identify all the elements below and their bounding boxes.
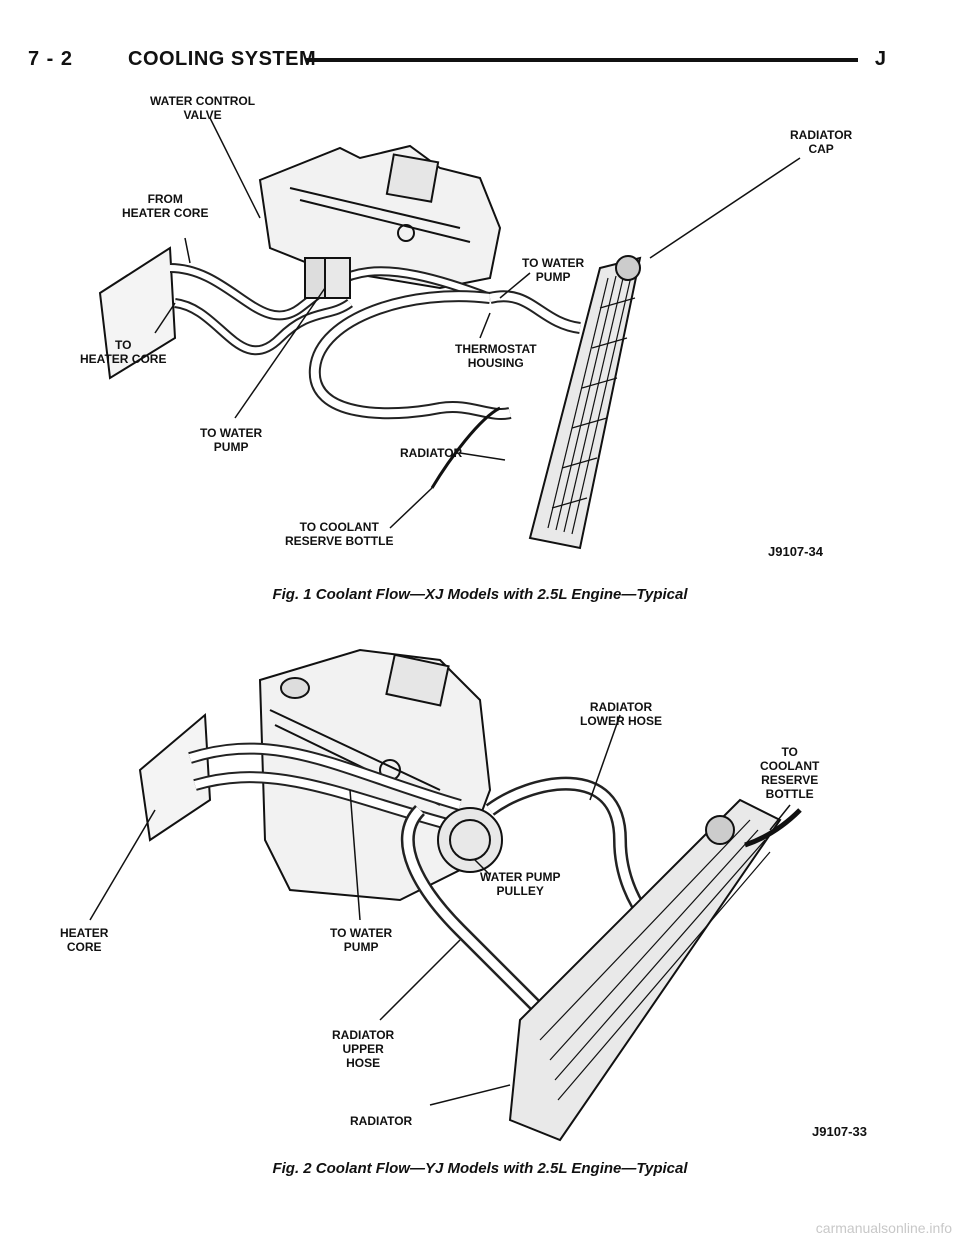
figure-2: RADIATOR LOWER HOSE TO COOLANT RESERVE B… [60,640,920,1150]
label-from-heater-core: FROM HEATER CORE [122,192,209,220]
reserve-tube [430,406,501,489]
label-radiator: RADIATOR [350,1114,413,1128]
label-to-water-pump-bottom: TO WATER PUMP [200,426,263,454]
label-to-water-pump: TO WATER PUMP [330,926,393,954]
radiator-cap [615,255,641,281]
figure-1-code: J9107-34 [768,544,823,559]
watermark: carmanualsonline.info [815,1220,952,1236]
label-water-pump-pulley: WATER PUMP PULLEY [480,870,561,898]
page-number: 7 - 2 [28,48,74,70]
page-header: 7 - 2 COOLING SYSTEM J [28,44,886,78]
figure-2-illustration [89,648,802,1142]
header-letter: J [874,48,886,70]
label-radiator-upper-hose: RADIATOR UPPER HOSE [332,1028,395,1070]
label-radiator-cap: RADIATOR CAP [790,128,853,156]
label-to-coolant-reserve: TO COOLANT RESERVE BOTTLE [285,520,394,548]
section-title: COOLING SYSTEM [128,48,317,70]
label-radiator: RADIATOR [400,446,463,460]
label-thermostat-housing: THERMOSTAT HOUSING [455,342,537,370]
label-water-control-valve: WATER CONTROL VALVE [150,94,256,122]
radiator-cap [705,815,735,845]
label-radiator-lower-hose: RADIATOR LOWER HOSE [580,700,663,728]
figure-2-code: J9107-33 [812,1124,867,1139]
label-to-heater-core: TO HEATER CORE [80,338,167,366]
label-to-water-pump-top: TO WATER PUMP [522,256,585,284]
water-pump-pulley [437,807,503,873]
label-to-coolant-reserve-bottle: TO COOLANT RESERVE BOTTLE [760,745,820,801]
figure-1-caption: Fig. 1 Coolant Flow—XJ Models with 2.5L … [272,586,688,603]
figure-1-illustration [98,117,801,550]
reserve-tube [744,808,802,848]
label-heater-core: HEATER CORE [60,926,109,954]
heater-core-box [138,712,212,842]
figure-2-caption: Fig. 2 Coolant Flow—YJ Models with 2.5L … [272,1160,688,1177]
heater-core-box [98,246,177,380]
figure-1: WATER CONTROL VALVE FROM HEATER CORE TO … [60,88,920,588]
header-rule [306,58,858,62]
